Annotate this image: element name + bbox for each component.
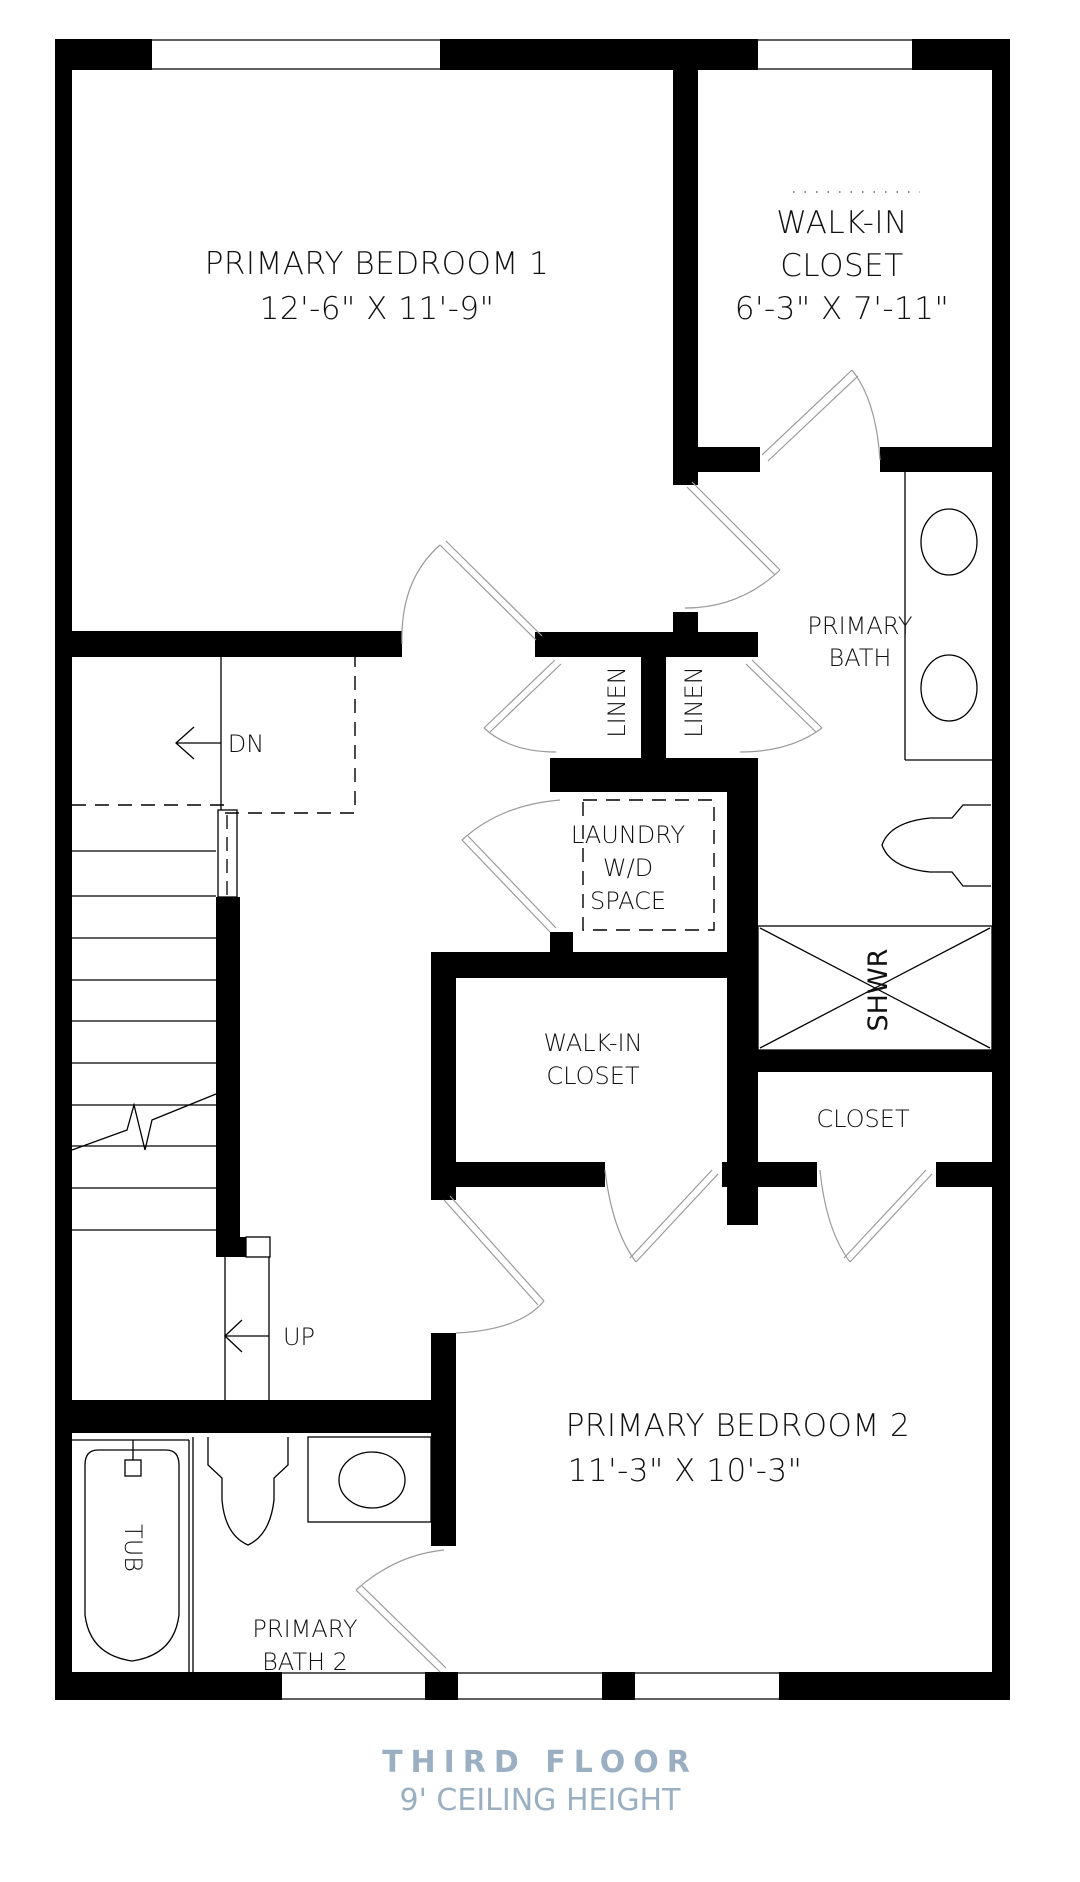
shower-icon: [757, 925, 993, 1051]
laundry-line2: W/D: [603, 854, 653, 882]
doors: [355, 369, 933, 1673]
down-arrow-icon: [175, 726, 221, 760]
tub-icon: [84, 1449, 180, 1662]
sink-icon: [338, 1451, 406, 1509]
primary-bath-2-line2: BATH 2: [262, 1648, 348, 1676]
laundry-line3: SPACE: [590, 887, 666, 915]
primary-bedroom-1-size: 12'-6" X 11'-9": [260, 291, 495, 327]
linen-right-label: LINEN: [680, 666, 708, 738]
primary-bedroom-2-name: PRIMARY BEDROOM 2: [566, 1408, 911, 1444]
primary-bedroom-1-name: PRIMARY BEDROOM 1: [205, 246, 550, 282]
closet-label: CLOSET: [816, 1105, 910, 1133]
walk-in-closet-1-line2: CLOSET: [780, 248, 903, 284]
laundry-line1: LAUNDRY: [571, 821, 685, 849]
tub-label: TUB: [119, 1524, 147, 1572]
primary-bath-line2: BATH: [829, 644, 892, 672]
walk-in-closet-1-size: 6'-3" X 7'-11": [735, 291, 950, 327]
stairs-up-label: UP: [283, 1323, 315, 1351]
toilet-icon: [207, 1437, 289, 1546]
outer-walls: [55, 39, 1010, 1700]
sink-icon: [920, 508, 978, 576]
walk-in-closet-2-line2: CLOSET: [546, 1062, 640, 1090]
fixtures: [72, 472, 993, 1672]
primary-bath-2-line1: PRIMARY: [252, 1615, 357, 1643]
primary-bedroom-2-size: 11'-3" X 10'-3": [568, 1453, 803, 1489]
walk-in-closet-1-line1: WALK-IN: [776, 205, 908, 241]
windows: [152, 39, 912, 1700]
linen-left-label: LINEN: [603, 666, 631, 738]
laundry-wd-box: [582, 799, 715, 931]
toilet-icon: [881, 804, 991, 887]
up-arrow-icon: [224, 1319, 269, 1353]
ceiling-height: 9' CEILING HEIGHT: [399, 1783, 681, 1818]
staircase: DN UP: [71, 657, 356, 1400]
walk-in-closet-2-line1: WALK-IN: [543, 1029, 642, 1057]
stairs-down-label: DN: [228, 730, 264, 758]
primary-bath-line1: PRIMARY: [807, 612, 912, 640]
interior-walls: [72, 69, 992, 1546]
shower-label: SHWR: [863, 949, 894, 1032]
sink-icon: [920, 654, 978, 722]
floor-title: THIRD FLOOR: [382, 1745, 698, 1780]
room-labels: PRIMARY BEDROOM 1 12'-6" X 11'-9" WALK-I…: [119, 205, 949, 1676]
